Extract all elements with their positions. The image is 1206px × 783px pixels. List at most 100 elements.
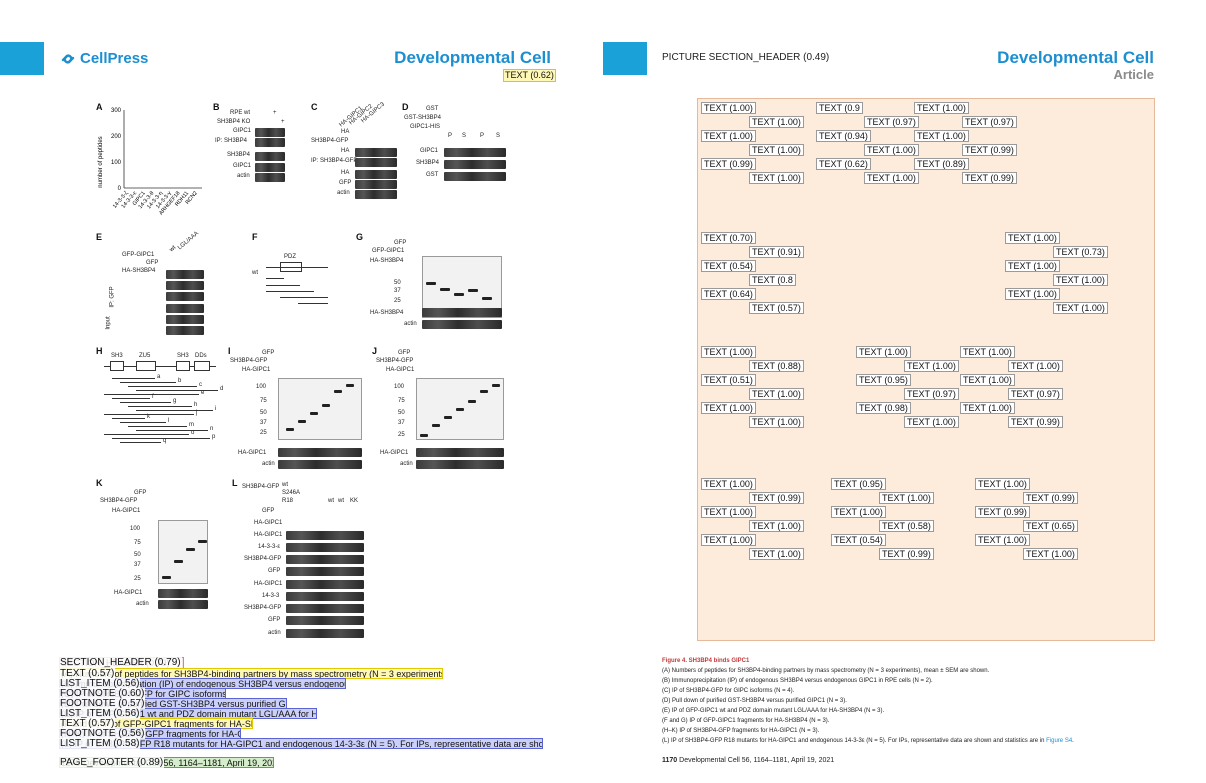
marker-label: 75 xyxy=(134,540,141,546)
fragment-row: p xyxy=(112,434,215,440)
text-detection-tag: TEXT (1.00) xyxy=(904,416,959,428)
marker-label: 50 xyxy=(260,410,267,416)
text-detection-tag: TEXT (1.00) xyxy=(1005,232,1060,244)
text-detection-tag: TEXT (0.97) xyxy=(904,388,959,400)
overlay-label: FOOTNOTE (0.60) xyxy=(59,688,146,699)
marker-label: 25 xyxy=(134,576,141,582)
caption-line: (L) IP of SH3BP4-GFP R18 mutants for HA-… xyxy=(662,736,1074,746)
text-detection-tag: TEXT (0.54) xyxy=(701,260,756,272)
fragment-label: a xyxy=(157,374,161,380)
text-detection-tag: TEXT (1.00) xyxy=(1053,274,1108,286)
row-label: actin xyxy=(262,461,275,467)
row-label: actin xyxy=(404,321,417,327)
blot-panel xyxy=(422,256,502,318)
blot-band xyxy=(444,416,452,419)
fragment-row: j xyxy=(104,410,197,416)
fragment-label: g xyxy=(173,398,177,404)
row-label: SH3BP4-GFP xyxy=(244,556,282,562)
text-detection-tag: TEXT (0.97) xyxy=(864,116,919,128)
fragment-row: d xyxy=(136,386,223,392)
fragment-label: h xyxy=(194,402,198,408)
row-label: HA-GIPC1 xyxy=(380,450,409,456)
blot-band xyxy=(255,128,285,137)
text-detection-tag: TEXT (1.00) xyxy=(856,346,911,358)
brand-name: CellPress xyxy=(80,50,149,67)
panel-letter: F xyxy=(252,232,258,242)
blot-band xyxy=(422,308,502,317)
blot-band xyxy=(444,160,506,169)
marker-label: 37 xyxy=(394,288,401,294)
blot-band xyxy=(355,158,397,167)
text-detection-tag: TEXT (0.99) xyxy=(879,548,934,560)
text-detection-tag: TEXT (0.57) xyxy=(749,302,804,314)
panel-d: D GST GST-SH3BP4 GIPC1-HIS P S P S GIPC1… xyxy=(402,102,522,187)
panel-b: B RPE wt + SH3BP4 KO + GIPC1 IP: SH3BP4 … xyxy=(213,102,293,187)
row-label: GFP xyxy=(339,180,352,186)
fragment-row: g xyxy=(120,398,176,404)
fragment-label: d xyxy=(220,386,224,392)
blot-band xyxy=(286,629,364,638)
overlay-label: FOOTNOTE (0.57) xyxy=(59,698,146,709)
caption-line: (A) Numbers of peptides for SH3BP4-bindi… xyxy=(662,668,990,674)
row-label: SH3BP4 xyxy=(227,152,251,158)
blot-band xyxy=(492,384,500,387)
blot-band xyxy=(322,404,330,407)
marker-label: 37 xyxy=(260,420,267,426)
lane-label: P xyxy=(448,133,453,139)
row-label: IP: SH3BP4-GFP xyxy=(311,158,358,164)
text-detection-tag: TEXT (1.00) xyxy=(960,402,1015,414)
row-label: HA xyxy=(341,148,350,154)
fragment-row: h xyxy=(128,402,197,408)
row-label: GFP xyxy=(398,350,411,356)
text-detection-tag: TEXT (0.88) xyxy=(749,360,804,372)
text-detection-tag: TEXT (1.00) xyxy=(701,130,756,142)
text-detection-tag: TEXT (1.00) xyxy=(1053,302,1108,314)
text-detection-tag: TEXT (0.70) xyxy=(701,232,756,244)
blot-band xyxy=(255,138,285,147)
text-detection-tag: TEXT (0.99) xyxy=(1023,492,1078,504)
text-detection-tag: TEXT (0.91) xyxy=(749,246,804,258)
y-tick-label: 200 xyxy=(111,134,122,140)
fragment-row: q xyxy=(120,438,166,444)
column-label: LGL/AAA xyxy=(176,230,201,252)
blot-band xyxy=(298,420,306,423)
lane-label: P xyxy=(480,133,485,139)
fragment-line xyxy=(266,267,328,268)
row-label: wt xyxy=(282,482,288,488)
row-label: GFP xyxy=(262,350,275,356)
blot-band xyxy=(166,281,204,290)
row-label: IP: SH3BP4 xyxy=(215,138,248,144)
marker-label: 50 xyxy=(398,410,405,416)
row-label: HA xyxy=(341,170,350,176)
text-detection-tag: TEXT (0.99) xyxy=(962,144,1017,156)
row-label: HA-GIPC1 xyxy=(112,508,141,514)
fragment-label: c xyxy=(199,382,202,388)
blot-band xyxy=(480,390,488,393)
zu5-domain-box xyxy=(136,361,156,371)
row-label: actin xyxy=(337,190,350,196)
marker-label: 75 xyxy=(398,398,405,404)
blot-band xyxy=(286,531,364,540)
figure-s4-link[interactable]: Figure S4 xyxy=(1046,738,1073,744)
blot-band xyxy=(416,448,504,457)
blot-band xyxy=(310,412,318,415)
right-page: PICTURE SECTION_HEADER (0.49) Developmen… xyxy=(603,0,1206,783)
domain-label: SH3 xyxy=(177,353,189,359)
blot-band xyxy=(255,152,285,161)
row-label: GIPC1 xyxy=(420,148,439,154)
blot-band xyxy=(426,282,436,285)
text-detection-tag: TEXT (1.00) xyxy=(749,144,804,156)
text-detection-tag: TEXT (1.00) xyxy=(749,388,804,400)
blot-band xyxy=(278,448,362,457)
fragment-label: o xyxy=(191,430,195,436)
fragment-label: i xyxy=(215,406,217,412)
section-header-overlay: PICTURE SECTION_HEADER (0.49) xyxy=(662,52,830,63)
fragment-row: l xyxy=(120,418,169,424)
row-label: GFP xyxy=(146,260,159,266)
blot-band xyxy=(255,163,285,172)
blot-band xyxy=(158,589,208,598)
blot-band xyxy=(456,408,464,411)
overlay-label: TEXT (0.57) xyxy=(59,668,116,679)
lane-label: KK xyxy=(350,498,359,504)
marker-label: 25 xyxy=(394,298,401,304)
